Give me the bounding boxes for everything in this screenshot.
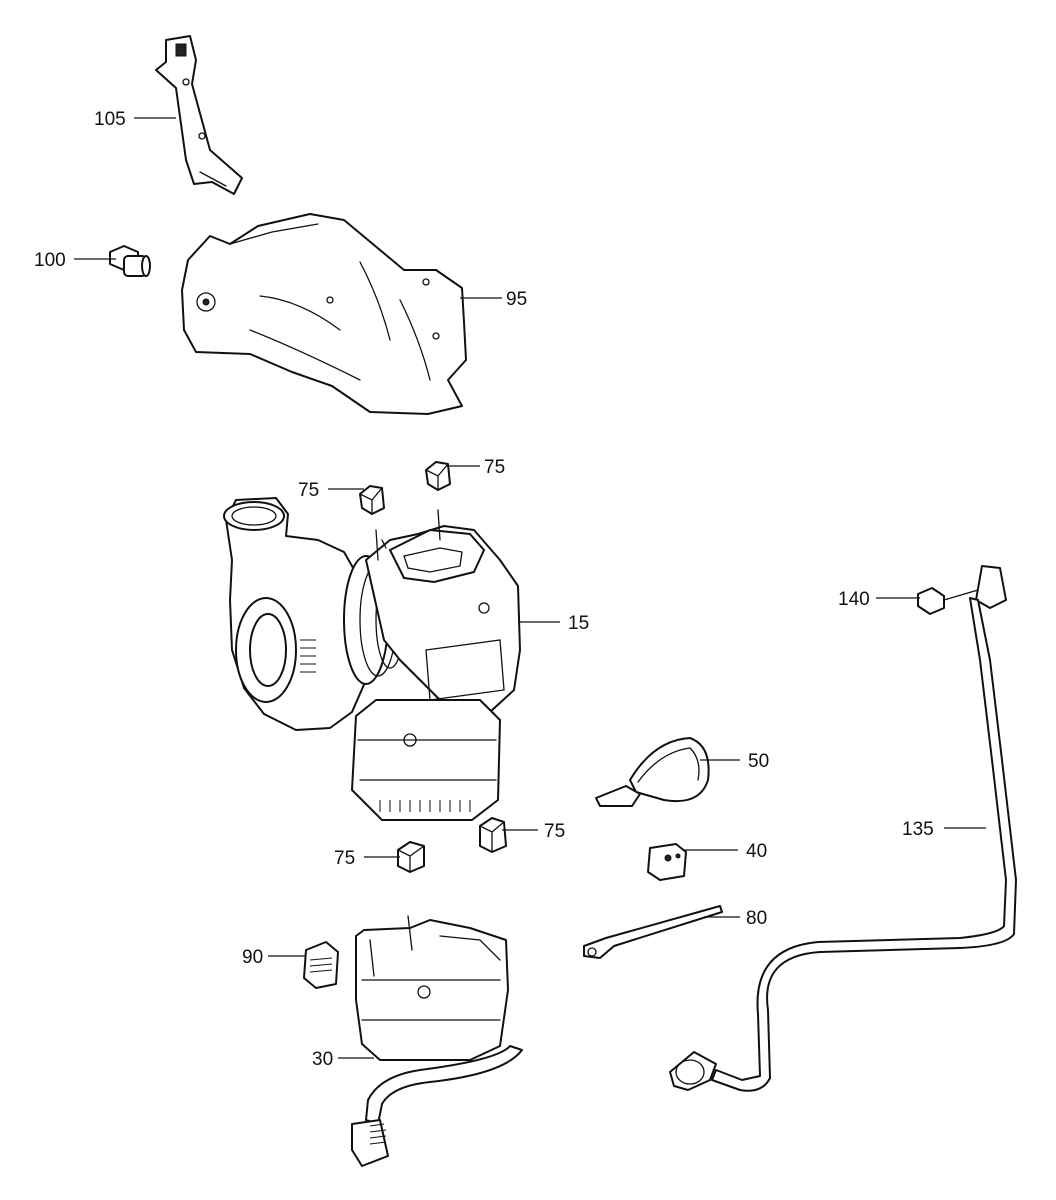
bolt-100[interactable] xyxy=(109,245,151,277)
oil-line-135[interactable] xyxy=(669,565,1017,1092)
cable-strap-50[interactable] xyxy=(595,737,710,807)
nut-75a[interactable] xyxy=(359,485,385,515)
callout-95: 95 xyxy=(506,289,527,310)
callout-75d: 75 xyxy=(334,848,355,869)
nut-75b[interactable] xyxy=(425,461,451,491)
callout-15: 15 xyxy=(568,613,589,634)
callout-30: 30 xyxy=(312,1049,333,1070)
bolt-140[interactable] xyxy=(917,587,979,615)
heat-shield-95[interactable] xyxy=(181,213,467,415)
nut-75c[interactable] xyxy=(479,817,507,853)
callout-40: 40 xyxy=(746,841,767,862)
callout-80: 80 xyxy=(746,908,767,929)
cable-tie-80[interactable] xyxy=(583,905,723,959)
callout-75a: 75 xyxy=(298,480,319,501)
connector-90[interactable] xyxy=(303,941,339,989)
callout-100: 100 xyxy=(34,250,66,271)
callout-75b: 75 xyxy=(484,457,505,478)
turbocharger-15[interactable] xyxy=(223,497,521,821)
clip-40[interactable] xyxy=(647,843,687,881)
bracket-105[interactable] xyxy=(155,35,243,195)
callout-50: 50 xyxy=(748,751,769,772)
callout-90: 90 xyxy=(242,947,263,968)
callout-135: 135 xyxy=(902,819,934,840)
actuator-30[interactable] xyxy=(351,915,523,1167)
callout-labels: 105 100 95 75 75 15 140 50 135 75 75 40 … xyxy=(34,109,934,1070)
leader-lines xyxy=(74,117,986,1059)
callout-75c: 75 xyxy=(544,821,565,842)
callout-140: 140 xyxy=(838,589,870,610)
callout-105: 105 xyxy=(94,109,126,130)
nut-75d[interactable] xyxy=(397,841,425,873)
